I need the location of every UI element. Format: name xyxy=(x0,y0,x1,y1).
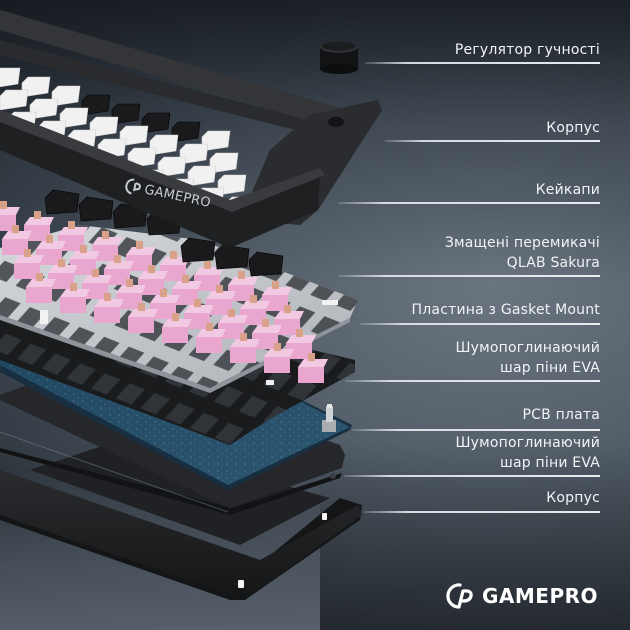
callout-pcb: PCB плата xyxy=(522,407,600,423)
callout-top-case: Корпус xyxy=(546,120,600,136)
callout-volume-knob: Регулятор гучності xyxy=(454,42,600,58)
callout-eva-foam-top: Шумопоглинаючий шар піни EVA xyxy=(455,340,600,376)
brand-logo: GAMEPRO xyxy=(446,578,598,614)
frame-brand-print: GAMEPRO xyxy=(123,176,212,212)
callout-eva-foam-bottom: Шумопоглинаючий шар піни EVA xyxy=(455,435,600,471)
leader-line-top-case xyxy=(385,140,600,142)
top-case-layer xyxy=(0,10,382,248)
leader-line-bottom-case xyxy=(364,511,600,513)
volume-knob-part xyxy=(320,41,358,74)
callout-switches: Змащені перемикачі QLAB Sakura xyxy=(444,235,600,271)
gamepro-logo-icon xyxy=(446,583,473,609)
switches-layer xyxy=(0,201,328,383)
leader-line-volume-knob xyxy=(365,62,600,64)
leader-line-switches xyxy=(338,275,600,277)
callout-plate: Пластина з Gasket Mount xyxy=(411,302,600,318)
leader-line-keycaps xyxy=(338,202,600,204)
callout-bottom-case: Корпус xyxy=(546,490,600,506)
gamepro-logo-icon xyxy=(125,178,141,195)
leader-line-eva-foam-bottom xyxy=(344,475,600,477)
leader-line-eva-foam-top xyxy=(345,380,600,382)
callout-keycaps: Кейкапи xyxy=(535,182,600,198)
leader-line-plate xyxy=(360,323,600,325)
leader-line-pcb xyxy=(352,429,600,431)
bottom-case-layer xyxy=(0,440,362,600)
brand-name: GAMEPRO xyxy=(482,584,599,608)
